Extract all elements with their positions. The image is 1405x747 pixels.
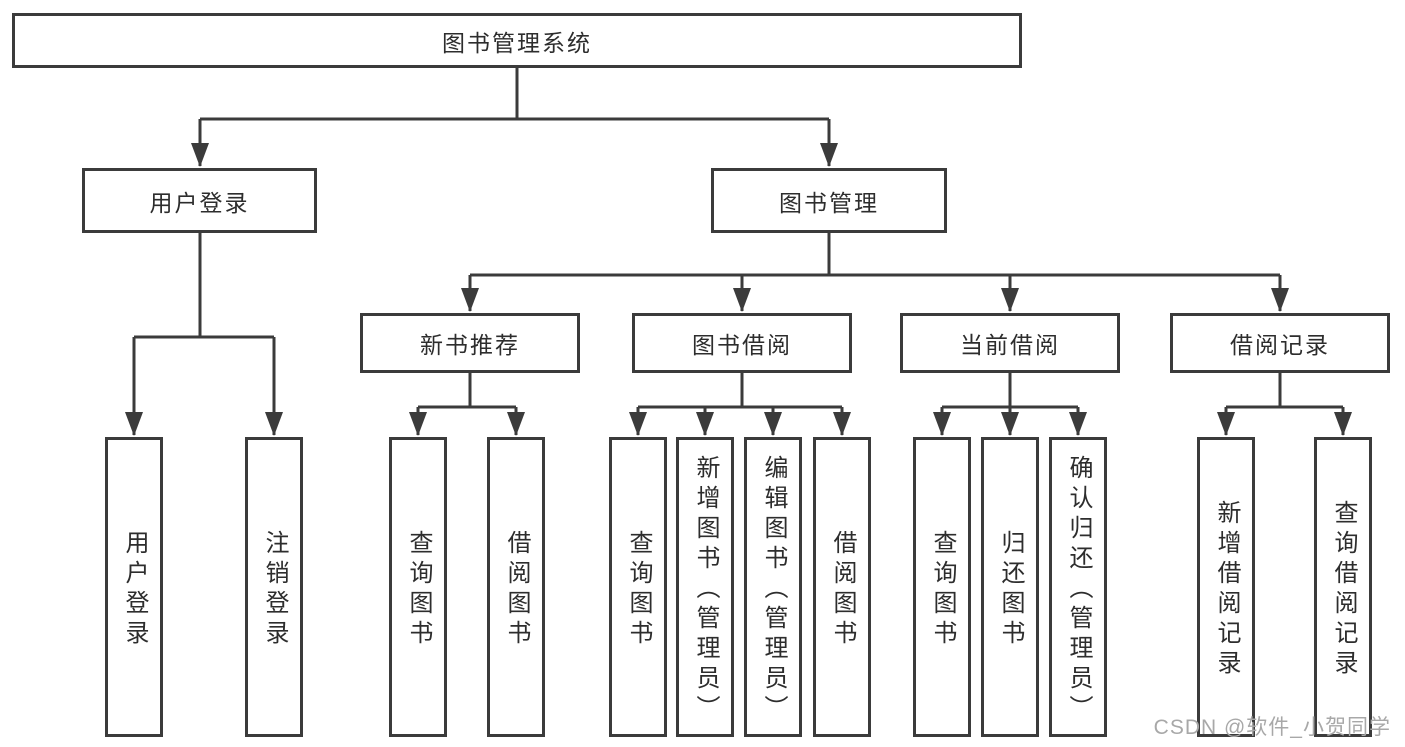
node-book-mgmt: 图书管理 bbox=[711, 168, 947, 233]
node-new-book-rec: 新书推荐 bbox=[360, 313, 580, 373]
leaf-record-add: 新增借阅记录 bbox=[1197, 437, 1255, 737]
leaf-current-query-label: 查询图书 bbox=[929, 530, 956, 650]
leaf-borrow-add-label: 新增图书（管理员） bbox=[692, 455, 719, 725]
leaf-borrow-edit: 编辑图书（管理员） bbox=[744, 437, 802, 737]
leaf-user-login-label: 用户登录 bbox=[121, 530, 148, 650]
leaf-newbook-query: 查询图书 bbox=[389, 437, 447, 737]
leaf-borrow-query: 查询图书 bbox=[609, 437, 667, 737]
leaf-current-confirm-label: 确认归还（管理员） bbox=[1065, 455, 1092, 725]
csdn-watermark: CSDN @软件_小贺同学 bbox=[1153, 716, 1391, 739]
node-root: 图书管理系统 bbox=[12, 13, 1022, 68]
leaf-borrow-borrow: 借阅图书 bbox=[813, 437, 871, 737]
leaf-current-query: 查询图书 bbox=[913, 437, 971, 737]
leaf-borrow-add: 新增图书（管理员） bbox=[676, 437, 734, 737]
node-book-borrow: 图书借阅 bbox=[632, 313, 852, 373]
leaf-current-return-label: 归还图书 bbox=[997, 530, 1024, 650]
node-user-login: 用户登录 bbox=[82, 168, 317, 233]
leaf-logout: 注销登录 bbox=[245, 437, 303, 737]
node-current-borrow: 当前借阅 bbox=[900, 313, 1120, 373]
leaf-current-return: 归还图书 bbox=[981, 437, 1039, 737]
leaf-newbook-query-label: 查询图书 bbox=[405, 530, 432, 650]
leaf-user-login: 用户登录 bbox=[105, 437, 163, 737]
leaf-borrow-query-label: 查询图书 bbox=[625, 530, 652, 650]
leaf-current-confirm: 确认归还（管理员） bbox=[1049, 437, 1107, 737]
leaf-record-add-label: 新增借阅记录 bbox=[1213, 500, 1240, 680]
leaf-newbook-borrow-label: 借阅图书 bbox=[503, 530, 530, 650]
node-borrow-record: 借阅记录 bbox=[1170, 313, 1390, 373]
leaf-record-query: 查询借阅记录 bbox=[1314, 437, 1372, 737]
leaf-borrow-borrow-label: 借阅图书 bbox=[829, 530, 856, 650]
leaf-logout-label: 注销登录 bbox=[261, 530, 288, 650]
leaf-record-query-label: 查询借阅记录 bbox=[1330, 500, 1357, 680]
leaf-borrow-edit-label: 编辑图书（管理员） bbox=[760, 455, 787, 725]
leaf-newbook-borrow: 借阅图书 bbox=[487, 437, 545, 737]
